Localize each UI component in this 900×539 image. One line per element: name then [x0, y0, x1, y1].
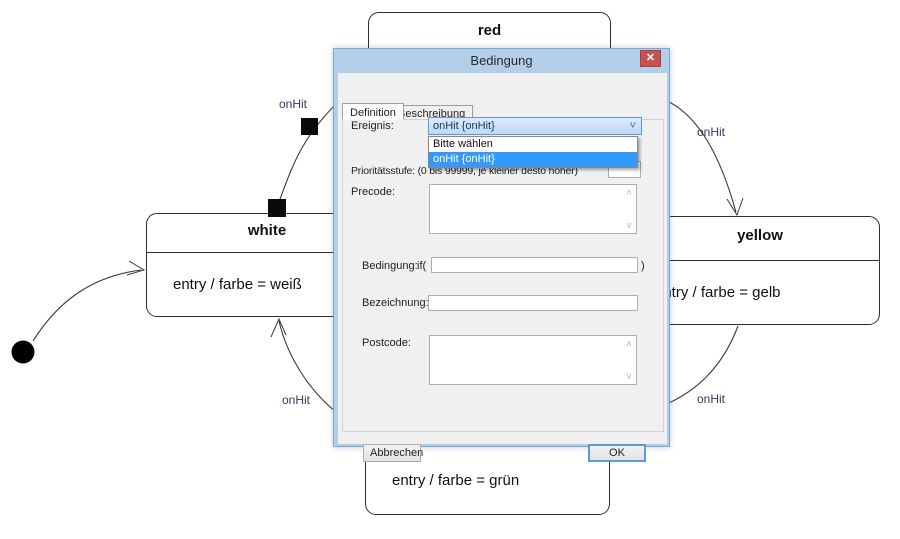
state-green-body: entry / farbe = grün — [392, 471, 520, 489]
state-yellow-body: entry / farbe = gelb — [655, 284, 781, 301]
ok-button[interactable]: OK — [588, 444, 646, 462]
state-red-title: red — [477, 22, 502, 39]
ereignis-selected-value: onHit {onHit} — [433, 120, 495, 132]
prioritaetsstufe-label: Prioritätsstufe: (0 bis 99999, je kleine… — [351, 165, 578, 177]
transition-red-to-yellow[interactable] — [659, 97, 737, 213]
transition-label-onhit-top-left: onHit — [279, 97, 308, 111]
arrowhead-into-yellow-top — [726, 197, 744, 217]
dropdown-option-bitte-waehlen[interactable]: Bitte wählen — [433, 138, 493, 150]
transition-label-onhit-bottom-right: onHit — [697, 392, 726, 406]
cancel-button[interactable]: Abbrechen — [363, 444, 423, 462]
bezeichnung-label: Bezeichnung: — [362, 297, 429, 309]
bedingung-label: Bedingung: — [362, 260, 418, 272]
bedingung-dialog: Bedingung ✕ Definition Beschreibung Erei… — [333, 48, 670, 462]
state-white-title: white — [147, 214, 387, 253]
transition-label-onhit-top-right: onHit — [697, 125, 726, 139]
scroll-down-icon[interactable]: ∨ — [625, 220, 633, 230]
transition-label-onhit-bottom-left: onHit — [282, 393, 311, 407]
state-yellow-title: yellow — [641, 217, 879, 261]
state-yellow[interactable]: yellow entry / farbe = gelb — [640, 216, 880, 325]
scroll-up-icon[interactable]: ∧ — [625, 187, 633, 197]
close-icon[interactable]: ✕ — [640, 50, 661, 67]
precode-textarea[interactable]: ∧ ∨ — [429, 184, 637, 234]
ereignis-dropdown-list: Bitte wählen onHit {onHit} — [428, 136, 638, 168]
initial-state-dot[interactable] — [11, 340, 35, 364]
bezeichnung-input[interactable] — [428, 295, 638, 311]
postcode-textarea[interactable]: ∧ ∨ — [429, 335, 637, 385]
scroll-down-icon[interactable]: ∨ — [625, 371, 633, 381]
if-prefix: if( — [417, 260, 427, 272]
dialog-title: Bedingung — [470, 53, 533, 68]
transition-initial-to-white[interactable] — [32, 269, 142, 342]
connector-handle-midpoint[interactable] — [301, 118, 318, 135]
scroll-up-icon[interactable]: ∧ — [625, 338, 633, 348]
ereignis-select[interactable]: onHit {onHit} ˅ — [428, 117, 642, 135]
arrowhead-into-white-bottom — [270, 317, 287, 338]
dropdown-option-onhit[interactable]: onHit {onHit} — [429, 152, 637, 167]
dialog-body: Definition Beschreibung Ereignis: onHit … — [338, 73, 667, 462]
if-suffix: ) — [641, 260, 645, 272]
chevron-down-icon: ˅ — [629, 120, 636, 132]
state-white-body: entry / farbe = weiß — [173, 276, 302, 293]
ereignis-label: Ereignis: — [351, 120, 394, 132]
arrowhead-into-white-left — [126, 260, 146, 276]
tab-definition[interactable]: Definition — [342, 103, 404, 120]
postcode-label: Postcode: — [362, 337, 411, 349]
transition-white-to-red[interactable] — [276, 99, 341, 208]
precode-label: Precode: — [351, 186, 396, 198]
bedingung-input[interactable] — [431, 257, 638, 273]
